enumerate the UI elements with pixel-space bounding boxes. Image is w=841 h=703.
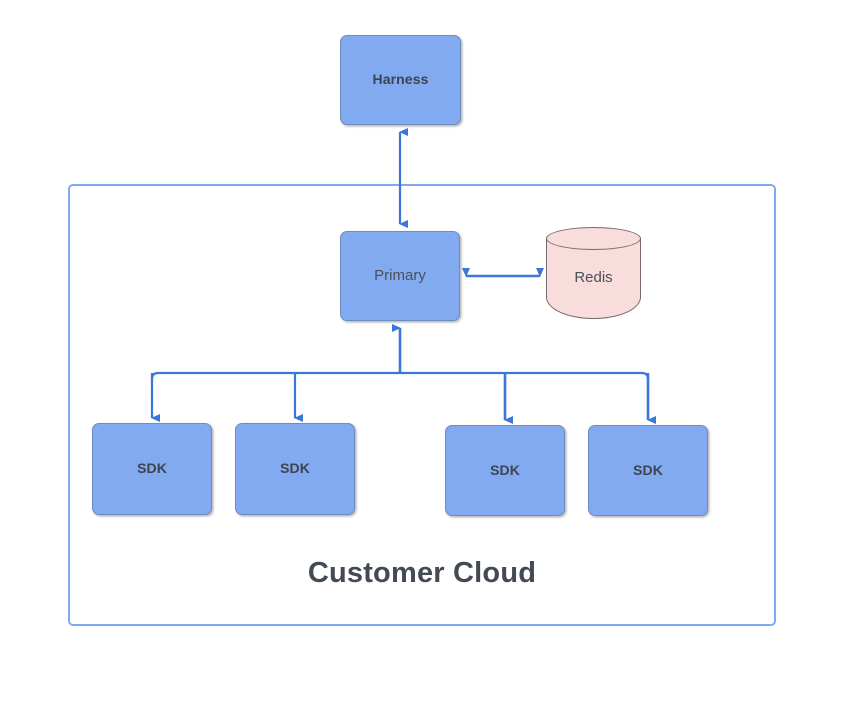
node-sdk-2-label: SDK [280,460,310,477]
node-sdk-3-label: SDK [490,461,520,478]
node-redis[interactable]: Redis [546,227,641,319]
node-harness[interactable]: Harness [340,35,461,125]
node-sdk-1[interactable]: SDK [92,423,212,515]
redis-cylinder-top [546,227,641,250]
node-redis-label-wrap: Redis [546,238,641,319]
node-sdk-2[interactable]: SDK [235,423,355,515]
customer-cloud-label: Customer Cloud [307,557,537,589]
node-harness-label: Harness [372,71,429,88]
node-sdk-3[interactable]: SDK [445,425,565,516]
node-primary[interactable]: Primary [340,231,460,321]
node-sdk-4-label: SDK [633,461,663,478]
redis-cylinder-body [546,238,641,319]
node-redis-label: Redis [574,269,613,287]
customer-cloud-container[interactable] [68,184,776,626]
node-primary-label: Primary [374,266,426,284]
node-sdk-1-label: SDK [137,460,167,477]
node-sdk-4[interactable]: SDK [588,425,708,516]
